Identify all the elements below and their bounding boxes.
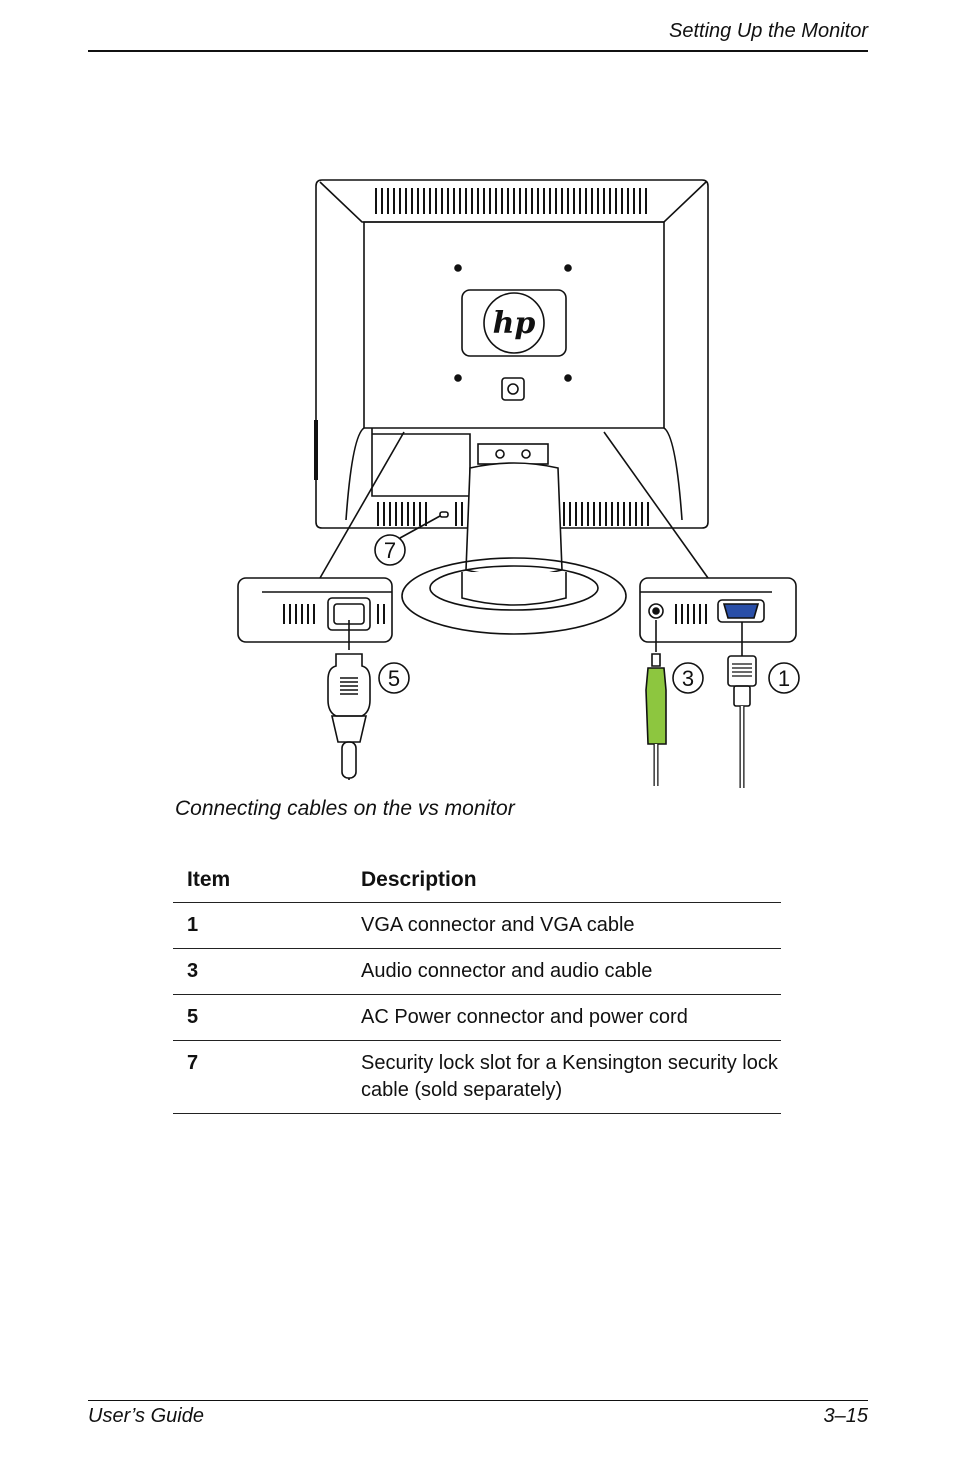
hp-logo-plate (461, 289, 567, 357)
vga-port (722, 603, 760, 619)
callout-3-circle (672, 662, 704, 694)
item-number: 5 (173, 994, 361, 1041)
running-header: Setting Up the Monitor (88, 20, 868, 52)
item-description: Audio connector and audio cable (361, 948, 781, 995)
hp-logo-text: hp (493, 306, 536, 341)
signal-panel (639, 577, 797, 643)
audio-port (648, 603, 664, 619)
item-number: 7 (173, 1040, 361, 1114)
callout-7-label: 7 (384, 538, 396, 563)
audio-plug (645, 667, 667, 745)
monitor-cable-diagram: hp 7 5 3 1 (237, 179, 800, 788)
hp-logo-circle (483, 292, 545, 354)
callout-5-label: 5 (388, 666, 400, 691)
running-title: Setting Up the Monitor (669, 20, 868, 42)
vga-plug (727, 655, 757, 687)
audio-plug-tip (651, 653, 661, 667)
power-panel (237, 577, 393, 643)
table-header-row: Item Description (173, 862, 781, 903)
stand-base (401, 557, 627, 635)
callout-1-label: 1 (778, 666, 790, 691)
security-lock-slot (439, 511, 449, 518)
callout-7-circle (374, 534, 406, 566)
power-plug (327, 653, 371, 717)
stand-hinge (477, 443, 549, 465)
description-column-header: Description (361, 862, 781, 903)
footer-book-title: User’s Guide (88, 1405, 204, 1427)
item-number: 1 (173, 902, 361, 949)
table-row: 3 Audio connector and audio cable (173, 948, 781, 995)
item-column-header: Item (173, 862, 361, 903)
table-row: 7 Security lock slot for a Kensington se… (173, 1040, 781, 1114)
item-description: VGA connector and VGA cable (361, 902, 781, 949)
figure-caption: Connecting cables on the vs monitor (175, 797, 515, 820)
callout-1-circle (768, 662, 800, 694)
callout-5-circle (378, 662, 410, 694)
item-table: Item Description 1 VGA connector and VGA… (173, 862, 781, 1114)
top-vents (375, 188, 647, 214)
bottom-vents (377, 502, 649, 526)
monitor-back-outline (315, 179, 709, 529)
table-row: 5 AC Power connector and power cord (173, 994, 781, 1041)
item-description: Security lock slot for a Kensington secu… (361, 1040, 781, 1114)
item-description: AC Power connector and power cord (361, 994, 781, 1041)
page-number: 3–15 (823, 1405, 869, 1427)
item-number: 3 (173, 948, 361, 995)
page-footer: User’s Guide 3–15 (88, 1400, 868, 1427)
callout-3-label: 3 (682, 666, 694, 691)
table-row: 1 VGA connector and VGA cable (173, 902, 781, 949)
